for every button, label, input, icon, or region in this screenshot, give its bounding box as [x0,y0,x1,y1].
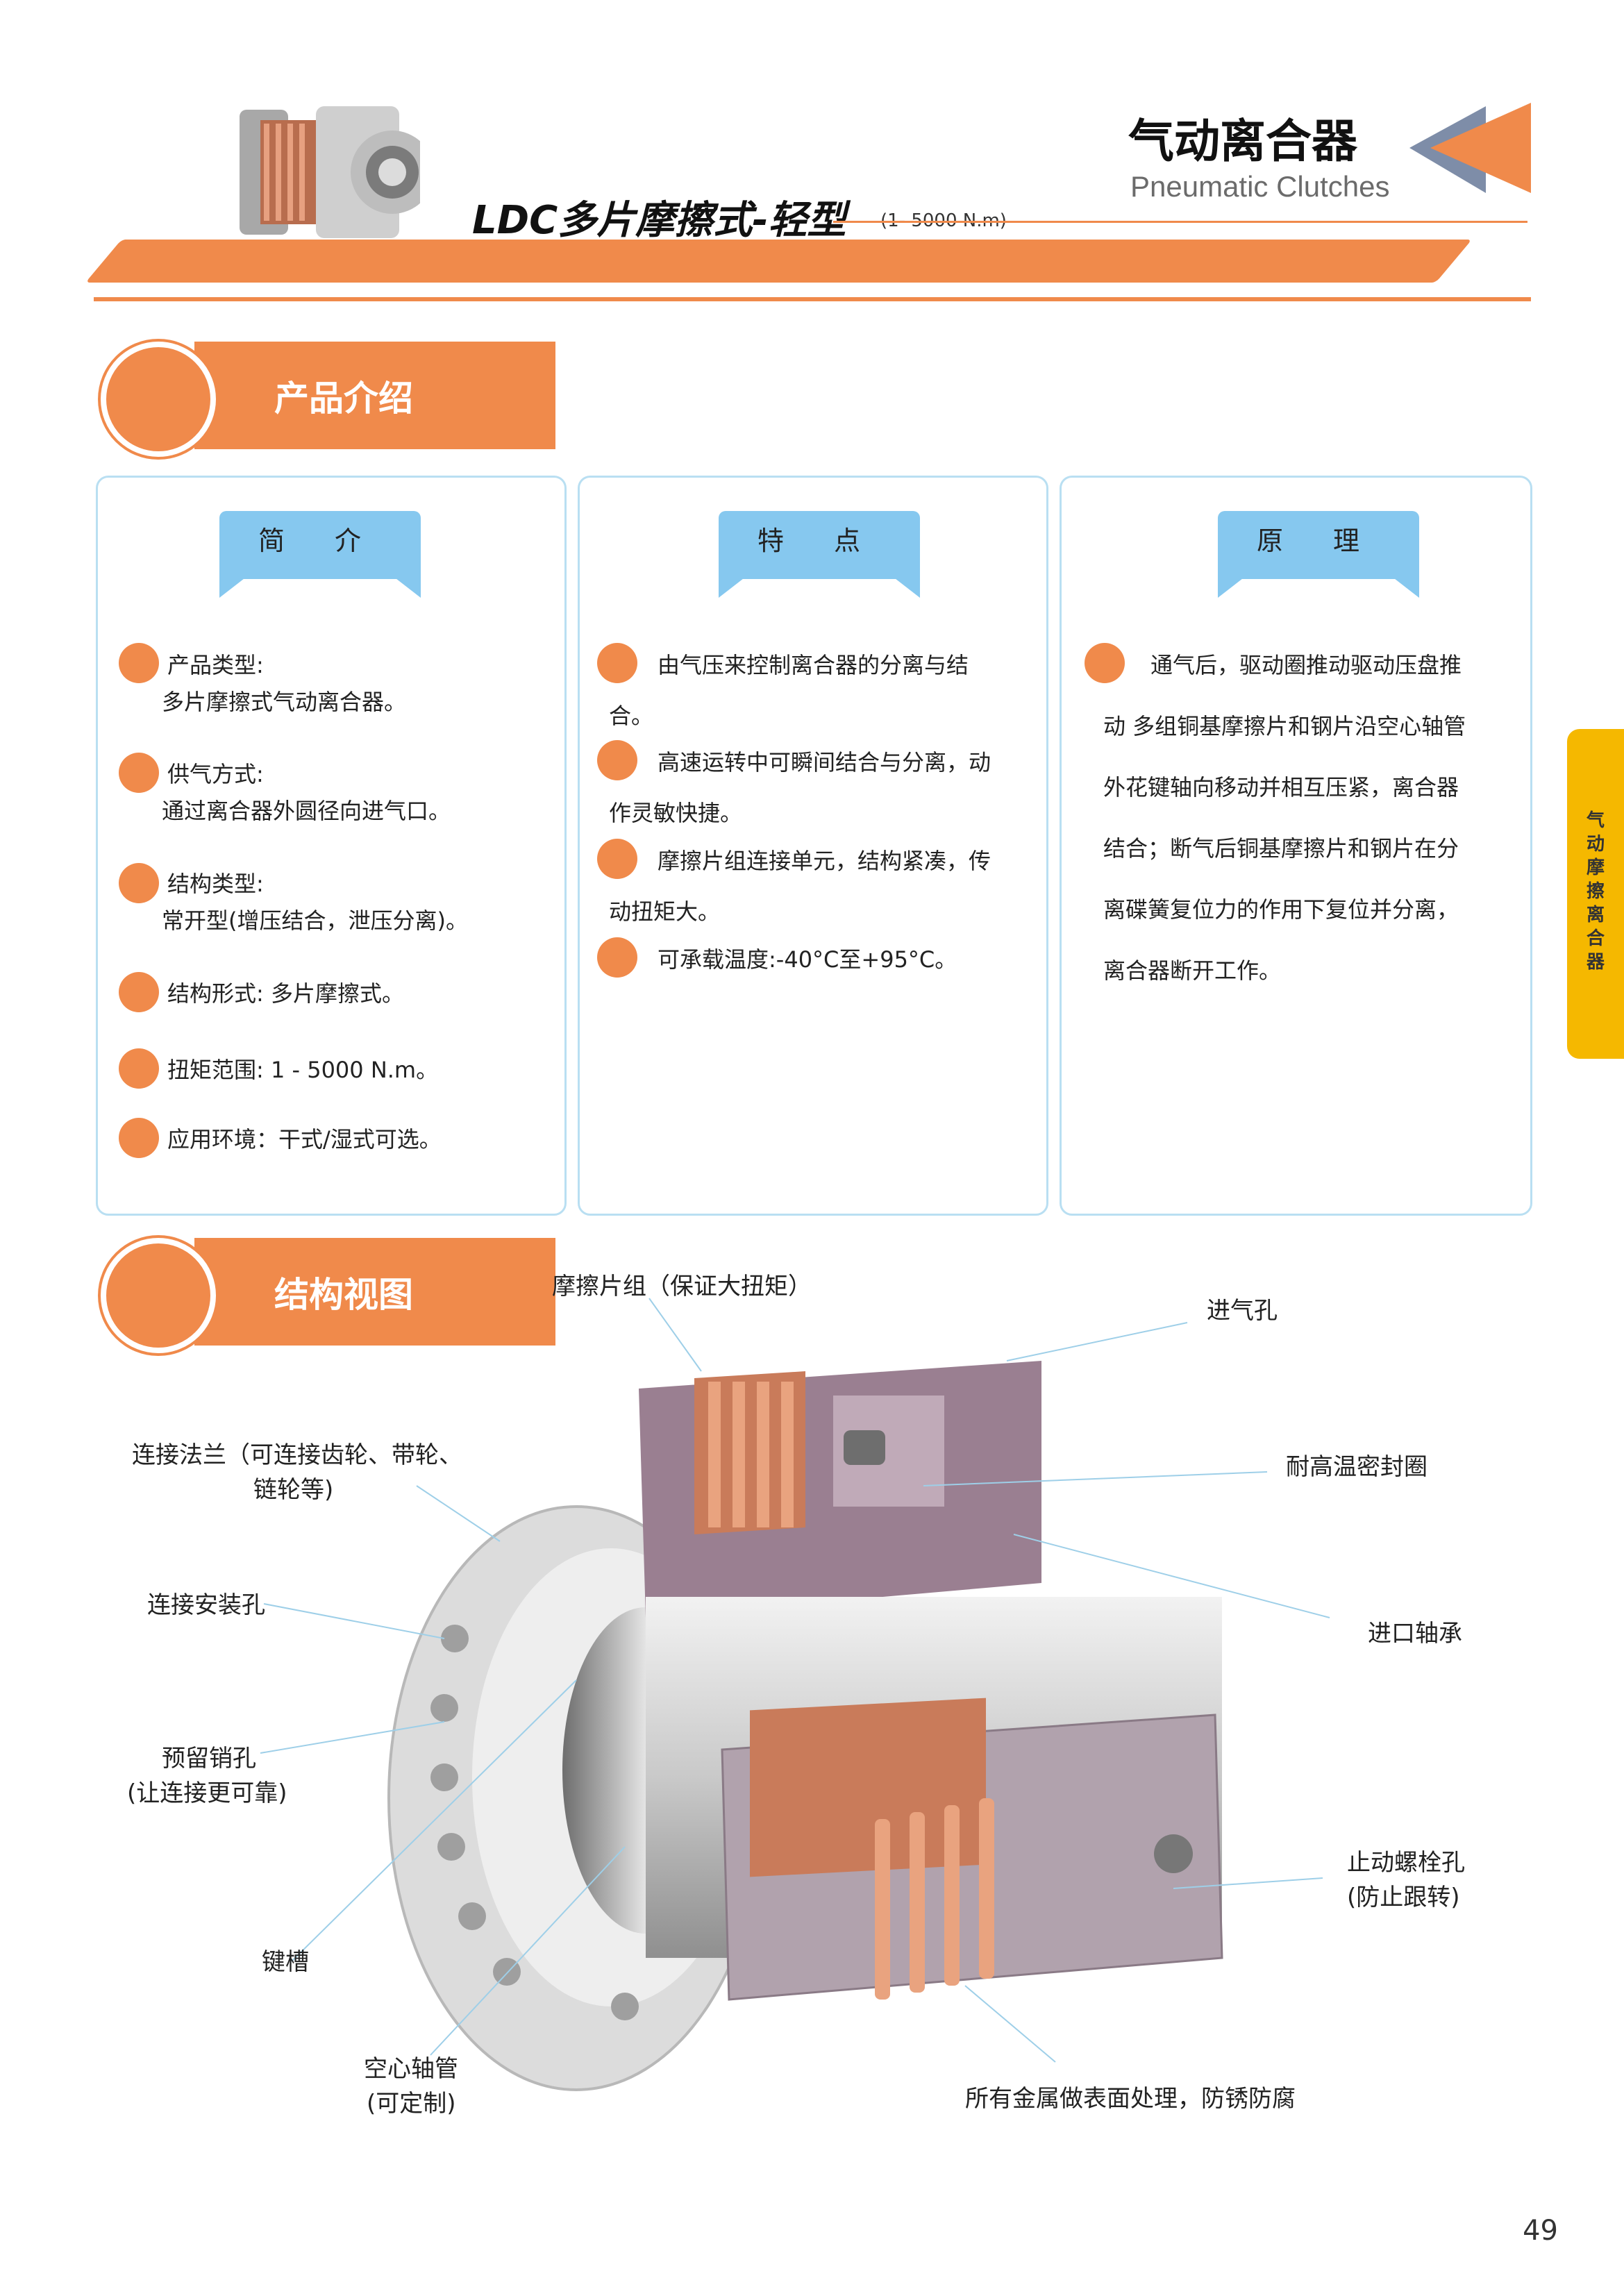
card-features-ribbon: 特 点 [719,511,920,598]
bullet-icon [119,972,159,1012]
callout-stop-bolt-hole-line2: (防止跟转) [1347,1884,1460,1911]
feature-line: 可承载温度:-40°C至+95°C。 [658,946,957,973]
intro-item-label: 应用环境：干式/湿式可选。 [167,1126,442,1153]
section-heading-intro: 产品介绍 [101,342,555,460]
bullet-icon [119,643,159,683]
card-intro-ribbon: 简 介 [219,511,421,598]
callout-pin-hole-line2: (让连接更可靠) [127,1779,287,1807]
callout-pin-hole: 预留销孔 [162,1745,256,1773]
side-category-tab: 气 动 摩 擦 离 合 器 [1567,729,1624,1059]
callout-air-inlet: 进气孔 [1207,1297,1278,1325]
principle-line: 动 多组铜基摩擦片和钢片沿空心轴管 [1103,713,1466,739]
bullet-icon [119,1118,159,1158]
principle-line: 通气后，驱动圈推动驱动压盘推 [1150,652,1462,678]
bullet-icon [1085,643,1125,683]
intro-item-label: 产品类型: [167,652,264,678]
header-rule [833,221,1527,223]
intro-item-label: 供气方式: [167,761,264,787]
bullet-icon [597,937,637,978]
callout-friction-pack: 摩擦片组（保证大扭矩） [552,1273,812,1300]
feature-line: 动扭矩大。 [609,898,721,925]
principle-line: 结合；断气后铜基摩擦片和钢片在分 [1103,835,1459,862]
principle-line: 离合器断开工作。 [1103,957,1282,984]
bullet-icon [119,753,159,793]
header-arrow-icon [1409,103,1531,199]
card-features: 特 点 由气压来控制离合器的分离与结 合。 高速运转中可瞬间结合与分离，动 作灵… [578,476,1048,1216]
callout-flange: 连接法兰（可连接齿轮、带轮、 [132,1441,462,1469]
callout-mount-hole: 连接安装孔 [147,1591,265,1619]
intro-item-label: 结构类型: [167,871,264,897]
section-heading-structure: 结构视图 [101,1238,555,1356]
header-band [85,240,1472,283]
feature-line: 由气压来控制离合器的分离与结 [658,652,969,678]
principle-line: 外花键轴向移动并相互压紧，离合器 [1103,774,1459,801]
category-title-cn: 气动离合器 [1128,115,1357,168]
intro-item-value: 多片摩擦式气动离合器。 [162,689,407,715]
card-intro: 简 介 产品类型: 多片摩擦式气动离合器。 供气方式: 通过离合器外圆径向进气口… [96,476,567,1216]
intro-item-value: 常开型(增压结合，泄压分离)。 [162,907,468,934]
callout-bearing: 进口轴承 [1368,1620,1462,1648]
feature-line: 摩擦片组连接单元，结构紧凑，传 [658,848,991,874]
bullet-icon [119,1048,159,1089]
intro-item-label: 扭矩范围: 1 - 5000 N.m。 [167,1057,439,1083]
category-title-en: Pneumatic Clutches [1130,170,1390,203]
callout-flange-line2: 链轮等) [253,1476,334,1504]
feature-line: 合。 [609,703,654,729]
bullet-icon [597,643,637,683]
card-principle: 原 理 通气后，驱动圈推动驱动压盘推 动 多组铜基摩擦片和钢片沿空心轴管 外花键… [1060,476,1532,1216]
product-title: LDC多片摩擦式-轻型 [472,198,846,243]
card-principle-ribbon: 原 理 [1218,511,1419,598]
intro-item-value: 通过离合器外圆径向进气口。 [162,798,451,824]
feature-line: 高速运转中可瞬间结合与分离，动 [658,749,991,776]
callout-keyway: 键槽 [262,1948,309,1976]
header-bar [94,297,1531,301]
intro-item-label: 结构形式: 多片摩擦式。 [167,980,404,1007]
callout-hollow-shaft-line2: (可定制) [367,2090,456,2118]
product-thumbnail [233,96,434,258]
bullet-icon [597,740,637,780]
bullet-icon [597,839,637,879]
clutch-cutaway-illustration [0,1284,1624,2120]
feature-line: 作灵敏快捷。 [609,800,743,826]
callout-hollow-shaft: 空心轴管 [364,2055,458,2083]
callout-seal: 耐高温密封圈 [1286,1453,1428,1481]
callout-stop-bolt-hole: 止动螺栓孔 [1347,1849,1465,1877]
principle-line: 离碟簧复位力的作用下复位并分离， [1103,896,1459,923]
bullet-icon [119,863,159,903]
page-number: 49 [1523,2215,1558,2247]
callout-surface-treatment: 所有金属做表面处理，防锈防腐 [965,2085,1296,2113]
